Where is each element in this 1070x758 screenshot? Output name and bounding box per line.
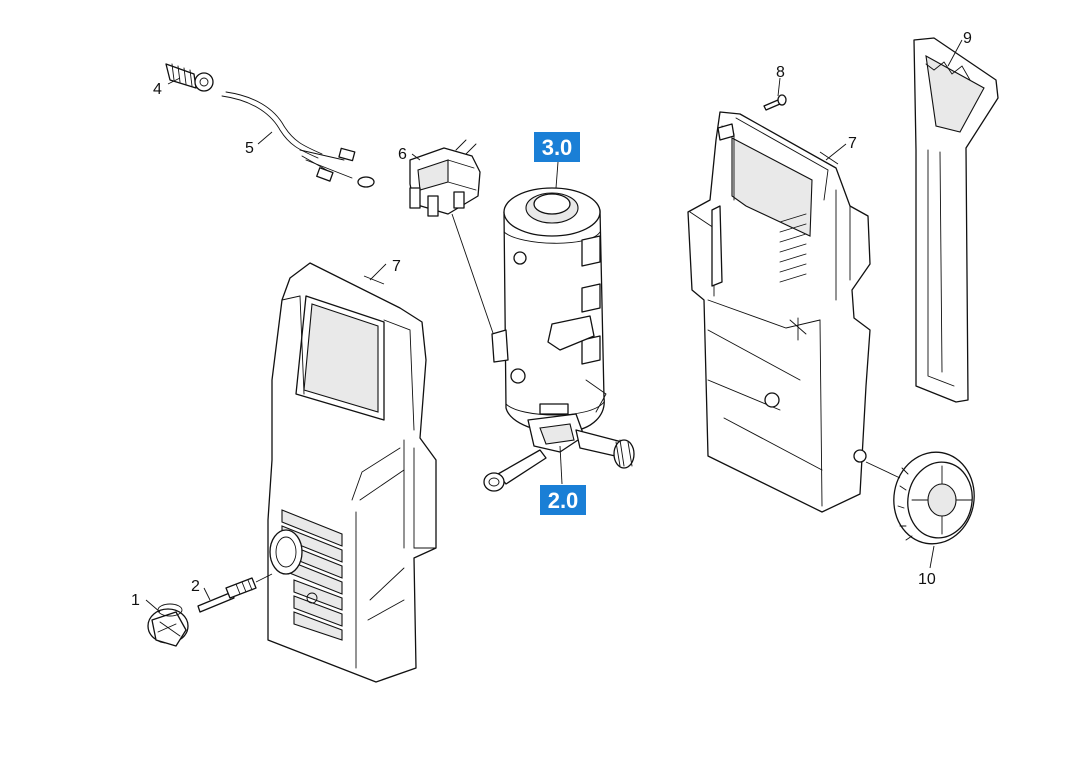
part-number-label: 8 (776, 64, 785, 81)
part-number-label: 10 (918, 571, 936, 588)
knob-part[interactable] (147, 603, 189, 647)
switch-shaft-part[interactable] (197, 573, 273, 613)
screw-part[interactable] (763, 94, 787, 111)
part-number-label: 6 (398, 146, 407, 163)
handle-part[interactable] (913, 37, 999, 403)
assembly-badge-label: 3.0 (542, 135, 573, 160)
control-panel-slots (269, 509, 343, 641)
front-housing[interactable] (267, 262, 437, 683)
part-number-label: 1 (131, 592, 140, 609)
assembly-badge-label: 2.0 (548, 488, 579, 513)
power-cable-part[interactable] (221, 91, 375, 188)
assembly-badge-3-0[interactable]: 3.0 (534, 132, 580, 162)
part-number-label: 4 (153, 81, 162, 98)
rear-housing-ribs (779, 213, 807, 283)
switch-block-part[interactable] (409, 139, 495, 337)
leader-lines (145, 39, 963, 613)
part-number-label: 7 (392, 258, 401, 275)
pump-assembly[interactable] (491, 187, 607, 433)
cable-grommet-part[interactable] (165, 63, 214, 92)
part-number-label: 9 (963, 30, 972, 47)
assembly-badge-2-0[interactable]: 2.0 (540, 485, 586, 515)
wheel-part[interactable] (887, 446, 982, 550)
rear-housing[interactable] (687, 111, 871, 513)
outlet-fittings-assembly[interactable] (483, 413, 635, 492)
part-number-label: 2 (191, 578, 200, 595)
part-number-label: 7 (848, 135, 857, 152)
part-number-label: 5 (245, 140, 254, 157)
